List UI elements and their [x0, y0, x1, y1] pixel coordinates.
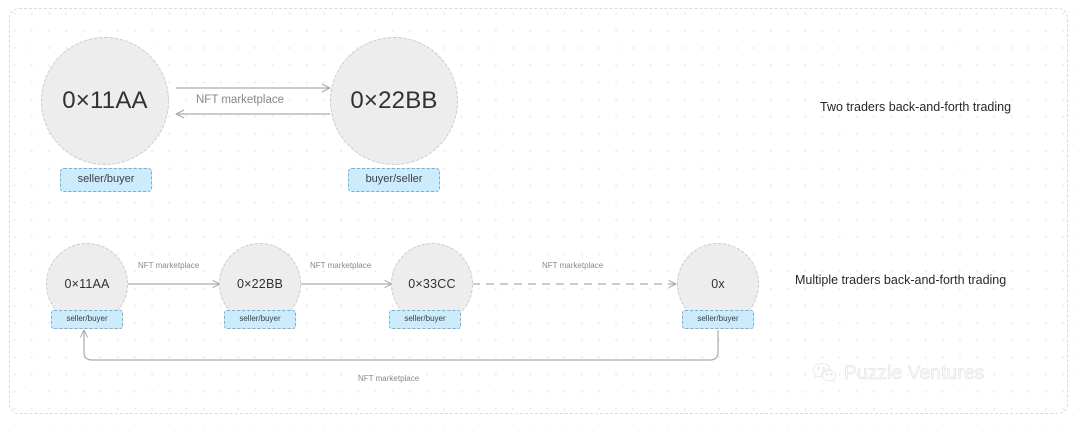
badge-seller-buyer-0x22BB-bottom: seller/buyer	[224, 310, 296, 329]
badge-seller-buyer-0x33CC-bottom: seller/buyer	[389, 310, 461, 329]
edge-bottom-loop	[84, 330, 719, 361]
badge-seller-buyer-0x11AA-bottom: seller/buyer	[51, 310, 123, 329]
badge-buyer-seller-0x22BB-top: buyer/seller	[348, 168, 440, 192]
node-label: 0x	[711, 276, 725, 291]
edge-label-bottom-1: NFT marketplace	[138, 261, 200, 270]
node-0x11AA-top[interactable]: 0×11AA	[41, 37, 169, 165]
caption-multiple-traders: Multiple traders back-and-forth trading	[795, 273, 1007, 287]
badge-seller-buyer-0x11AA-top: seller/buyer	[60, 168, 152, 192]
edge-label-bottom-3: NFT marketplace	[542, 261, 604, 270]
node-0x22BB-top[interactable]: 0×22BB	[330, 37, 458, 165]
node-label: 0×11AA	[64, 276, 110, 291]
node-label: 0×33CC	[408, 276, 456, 291]
caption-two-traders: Two traders back-and-forth trading	[820, 100, 1012, 114]
node-label: 0×22BB	[350, 87, 438, 114]
node-label: 0×11AA	[62, 87, 148, 114]
edge-label-bottom-loop: NFT marketplace	[358, 374, 420, 383]
badge-seller-buyer-0x-bottom: seller/buyer	[682, 310, 754, 329]
edge-label-bottom-2: NFT marketplace	[310, 261, 372, 270]
node-label: 0×22BB	[236, 276, 284, 291]
edge-label-top: NFT marketplace	[196, 94, 284, 106]
